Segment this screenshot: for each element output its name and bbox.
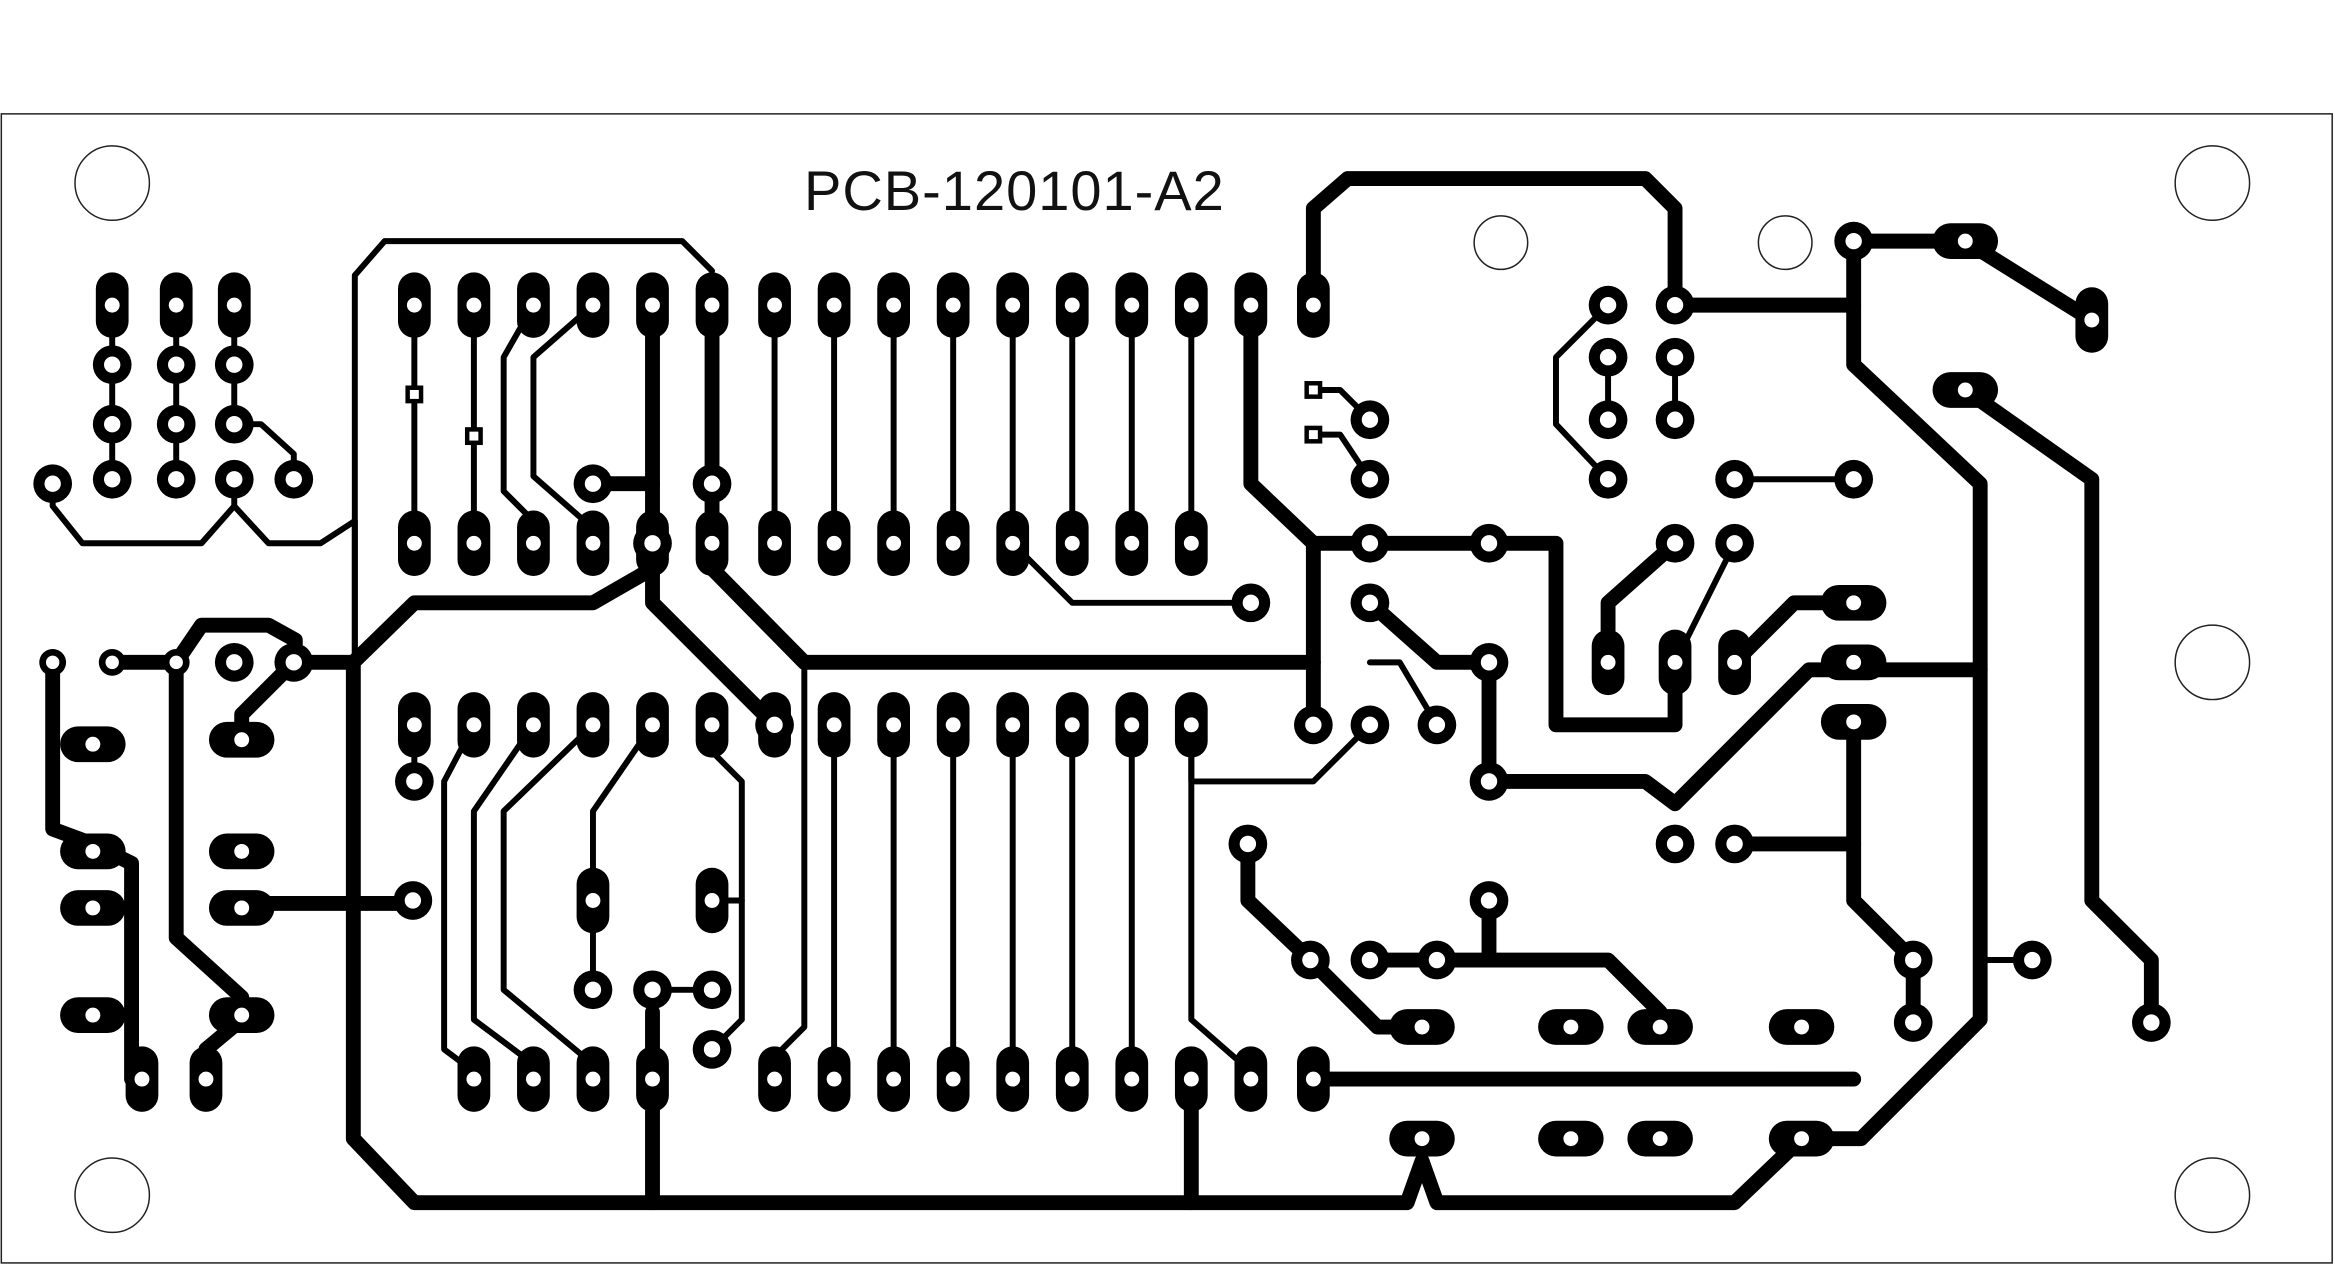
board-outline (0, 113, 2333, 1264)
board-label: PCB-120101-A2 (804, 159, 1225, 222)
mounting-holes (74, 145, 2251, 1234)
